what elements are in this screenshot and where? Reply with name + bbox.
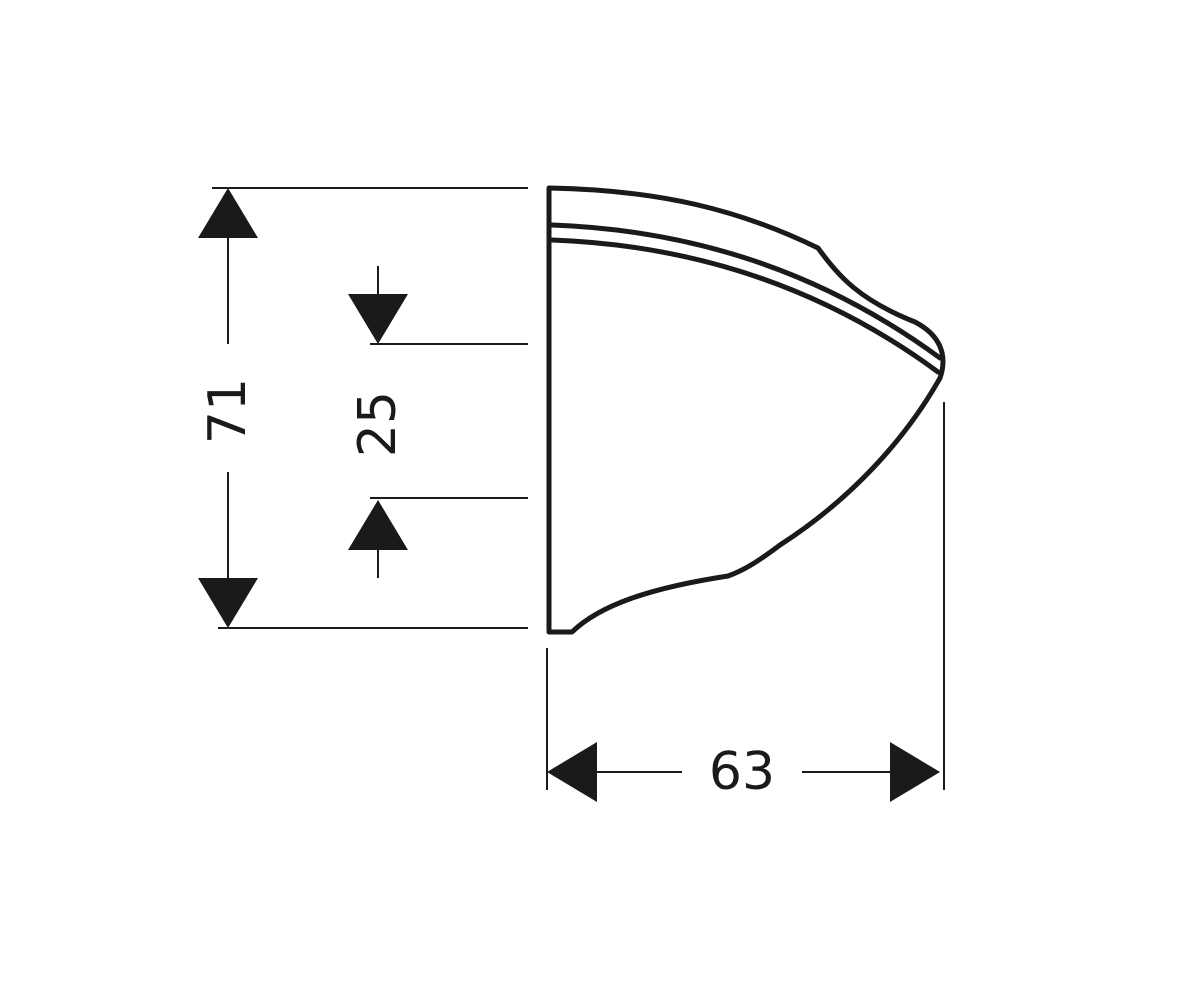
dimension-label-63: 63: [709, 742, 775, 802]
extension-lines: [212, 187, 945, 790]
dimension-label-25: 25: [348, 391, 408, 457]
arrow-right-icon: [890, 742, 940, 802]
dimension-depth: 63: [547, 742, 940, 802]
product-profile: [546, 185, 946, 635]
holder-body: [546, 185, 946, 635]
arrow-left-icon: [547, 742, 597, 802]
arrow-up-icon: [198, 188, 258, 238]
arrow-down-icon: [198, 578, 258, 628]
holder-groove-upper: [549, 222, 943, 361]
dimension-overall-height: 71: [198, 188, 258, 628]
arrow-down-icon: [348, 294, 408, 344]
arrow-up-icon: [348, 500, 408, 550]
holder-groove-lower: [549, 237, 941, 375]
dimension-label-71: 71: [198, 378, 258, 444]
dimension-mount-height: 25: [348, 266, 408, 578]
